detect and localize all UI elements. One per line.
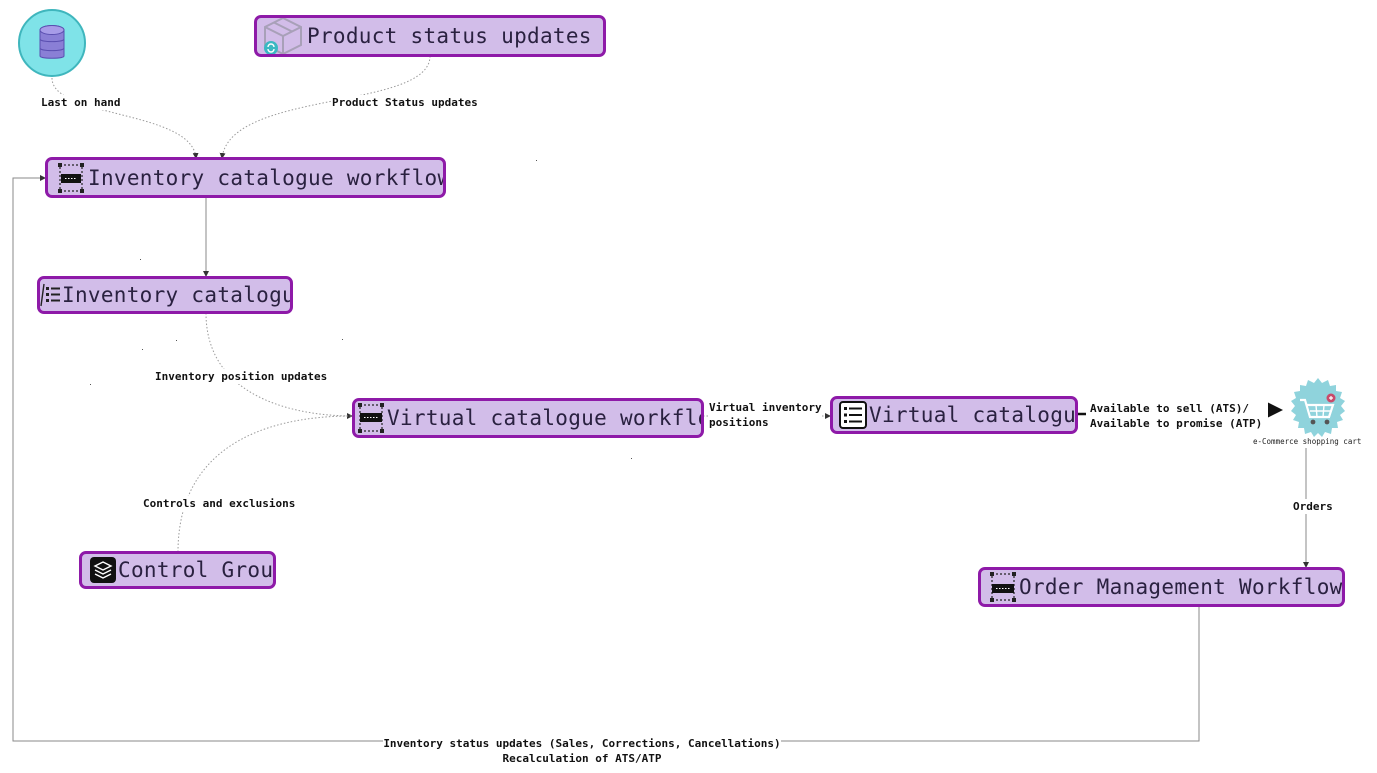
edge-inventory-position [205, 312, 353, 419]
workflow-icon [54, 160, 88, 195]
speck [140, 259, 141, 260]
list-icon [837, 399, 869, 431]
control-group-label: Control Group [118, 558, 276, 582]
inventory-workflow-node[interactable]: Inventory catalogue workflow [45, 157, 446, 198]
edge-label-line: Available to sell (ATS)/ [1090, 402, 1249, 415]
virtual-catalogue-label: Virtual catalogue [869, 403, 1078, 427]
edge-controls [177, 415, 353, 553]
speck [342, 339, 343, 340]
cart-caption: e-Commerce shopping cart [1253, 437, 1362, 446]
edge-status-updates [12, 175, 1200, 742]
virtual-catalogue-node[interactable]: Virtual catalogue [830, 396, 1078, 434]
speck [536, 160, 537, 161]
edge-label-line: Inventory status updates (Sales, Correct… [383, 736, 781, 751]
speck [176, 340, 177, 341]
edge-label-status-updates: Inventory status updates (Sales, Correct… [380, 736, 784, 766]
speck [631, 458, 632, 459]
layers-icon [88, 555, 118, 585]
inventory-workflow-label: Inventory catalogue workflow [88, 165, 446, 190]
workflow-icon [987, 570, 1019, 604]
order-workflow-node[interactable]: Order Management Workflow [978, 567, 1345, 607]
inventory-catalogue-node[interactable]: Inventory catalogue [37, 276, 293, 314]
edge-label-orders: Orders [1293, 499, 1333, 514]
virtual-workflow-label: Virtual catalogue workflow [387, 406, 704, 430]
virtual-workflow-node[interactable]: Virtual catalogue workflow [352, 398, 704, 438]
speck [142, 349, 143, 350]
shopping-cart-node[interactable] [1283, 377, 1353, 447]
edge-label-line: Available to promise (ATP) [1090, 417, 1263, 430]
product-box-icon [259, 18, 307, 54]
edge-label-product-status: Product Status updates [332, 95, 478, 110]
database-icon [39, 25, 65, 59]
shopping-cart-icon [1291, 378, 1345, 437]
control-group-node[interactable]: Control Group [79, 551, 276, 589]
edge-label-line: positions [709, 416, 769, 429]
edge-label-inventory-position: Inventory position updates [155, 369, 328, 384]
edge-label-line: Virtual inventory [709, 401, 822, 414]
edge-label-controls: Controls and exclusions [143, 496, 296, 511]
speck [90, 384, 91, 385]
edge-last-on-hand [51, 77, 199, 159]
inventory-catalogue-label: Inventory catalogue [62, 283, 293, 307]
workflow-icon [355, 401, 387, 435]
order-workflow-label: Order Management Workflow [1019, 575, 1343, 599]
product-status-node[interactable]: Product status updates [254, 15, 606, 57]
database-node[interactable] [18, 9, 86, 77]
product-status-label: Product status updates [307, 24, 592, 48]
edge-label-last-on-hand: Last on hand [41, 95, 121, 110]
edge-label-ats: Available to sell (ATS)/ Available to pr… [1090, 401, 1263, 431]
list-icon [40, 280, 62, 310]
edge-label-virtual-positions: Virtual inventory positions [709, 400, 822, 430]
edge-label-line: Recalculation of ATS/ATP [502, 752, 662, 765]
